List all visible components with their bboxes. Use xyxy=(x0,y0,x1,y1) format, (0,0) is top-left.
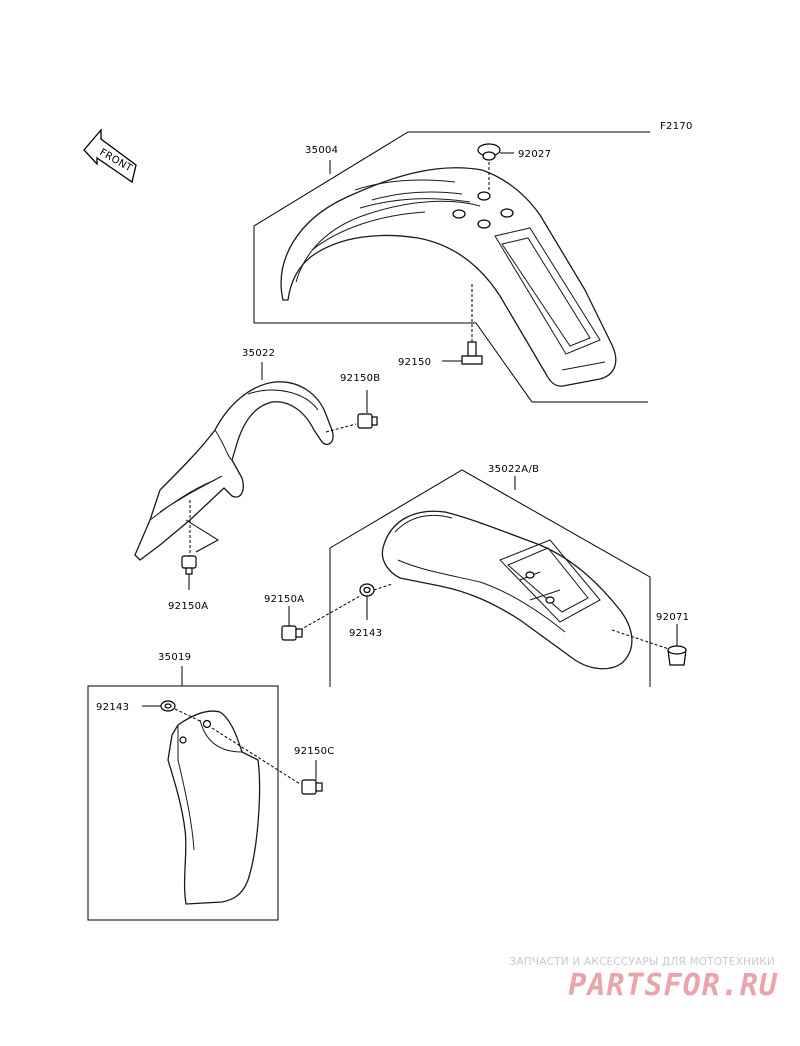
rear-fender-front xyxy=(134,381,334,561)
washer-92143 xyxy=(359,583,393,620)
grommet-92071 xyxy=(611,624,687,666)
bolt-92150a-left xyxy=(181,500,197,590)
part-label-35019: 35019 xyxy=(158,652,191,663)
rear-fender-front-group: 35022 92150B 92150A xyxy=(134,348,380,612)
part-label-92150a-right: 92150A xyxy=(264,594,304,605)
part-label-92150: 92150 xyxy=(398,357,431,368)
front-fender-cap-92027 xyxy=(477,143,514,190)
watermark-tagline: ЗАПЧАСТИ И АКСЕССУАРЫ ДЛЯ МОТОТЕХНИКИ xyxy=(509,956,775,968)
front-fender-bolt-92150 xyxy=(442,284,483,365)
part-label-92143: 92143 xyxy=(349,628,382,639)
mud-flap-bolt-92150c xyxy=(211,727,323,795)
front-direction-arrow-icon: FRONT xyxy=(83,128,137,184)
part-label-92150b: 92150B xyxy=(340,373,380,384)
figure-code: F2170 xyxy=(660,121,693,132)
part-label-92027: 92027 xyxy=(518,149,551,160)
rear-fender-group: 35022A/B 92143 92150A xyxy=(264,464,689,687)
front-fender-group: 35004 92027 xyxy=(253,131,650,403)
part-label-35022ab: 35022A/B xyxy=(488,464,539,475)
part-label-35022: 35022 xyxy=(242,348,275,359)
bolt-92150a-right xyxy=(281,595,361,641)
rear-fender xyxy=(381,510,633,670)
front-fender-mount-holes xyxy=(452,191,514,229)
part-label-35004: 35004 xyxy=(305,145,338,156)
part-label-92150a-left: 92150A xyxy=(168,601,208,612)
bolt-92150b xyxy=(325,390,378,433)
watermark-logo: PARTSFOR.RU xyxy=(568,968,778,1003)
mud-flap xyxy=(167,710,261,905)
part-label-92071: 92071 xyxy=(656,612,689,623)
part-label-92150c: 92150C xyxy=(294,746,335,757)
site-watermark: ЗАПЧАСТИ И АКСЕССУАРЫ ДЛЯ МОТОТЕХНИКИ PA… xyxy=(509,956,778,1003)
mud-flap-washer-92143 xyxy=(142,700,203,723)
part-label-92143-mud-flap: 92143 xyxy=(96,702,129,713)
mud-flap-group: 35019 92143 92150C xyxy=(87,652,335,921)
